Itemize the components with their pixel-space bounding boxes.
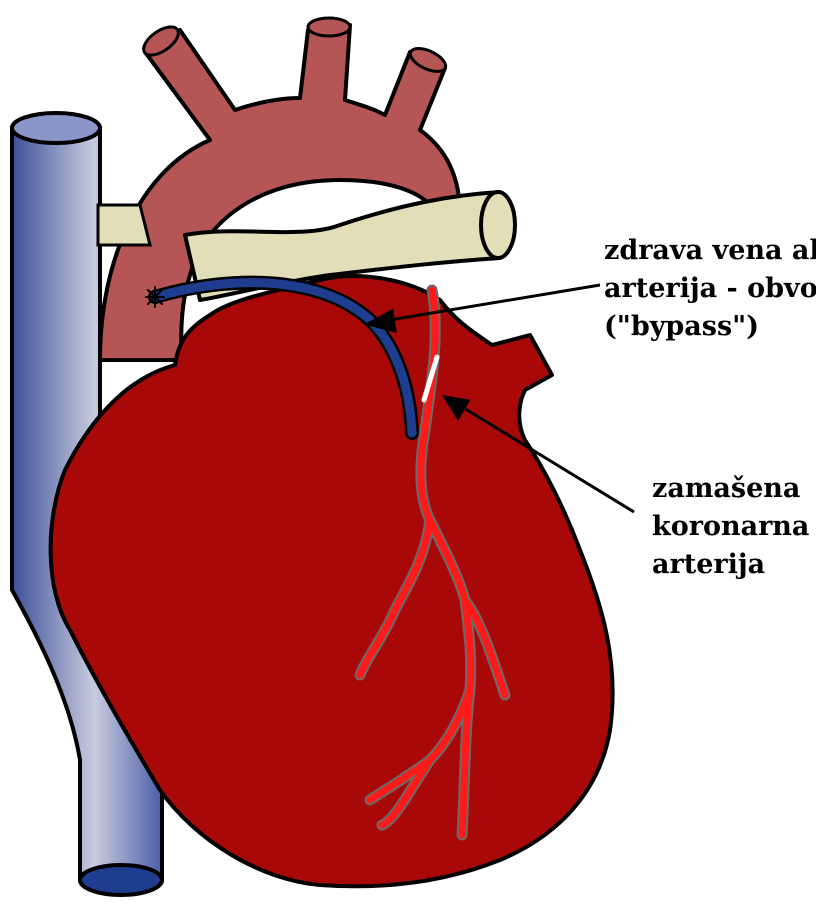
- bypass-label-line-3: ("bypass"): [604, 308, 816, 346]
- bypass-label-line-1: zdrava vena ali: [604, 232, 816, 270]
- bypass-label: zdrava vena ali arterija - obvod ("bypas…: [604, 232, 816, 346]
- blocked-artery-label: zamašena koronarna arterija: [652, 470, 809, 584]
- bypass-label-line-2: arterija - obvod: [604, 270, 816, 308]
- blocked-artery-label-line-1: zamašena: [652, 470, 809, 508]
- suture-icon: [146, 287, 164, 307]
- blocked-artery-label-line-2: koronarna: [652, 508, 809, 546]
- blocked-artery-label-line-3: arterija: [652, 546, 809, 584]
